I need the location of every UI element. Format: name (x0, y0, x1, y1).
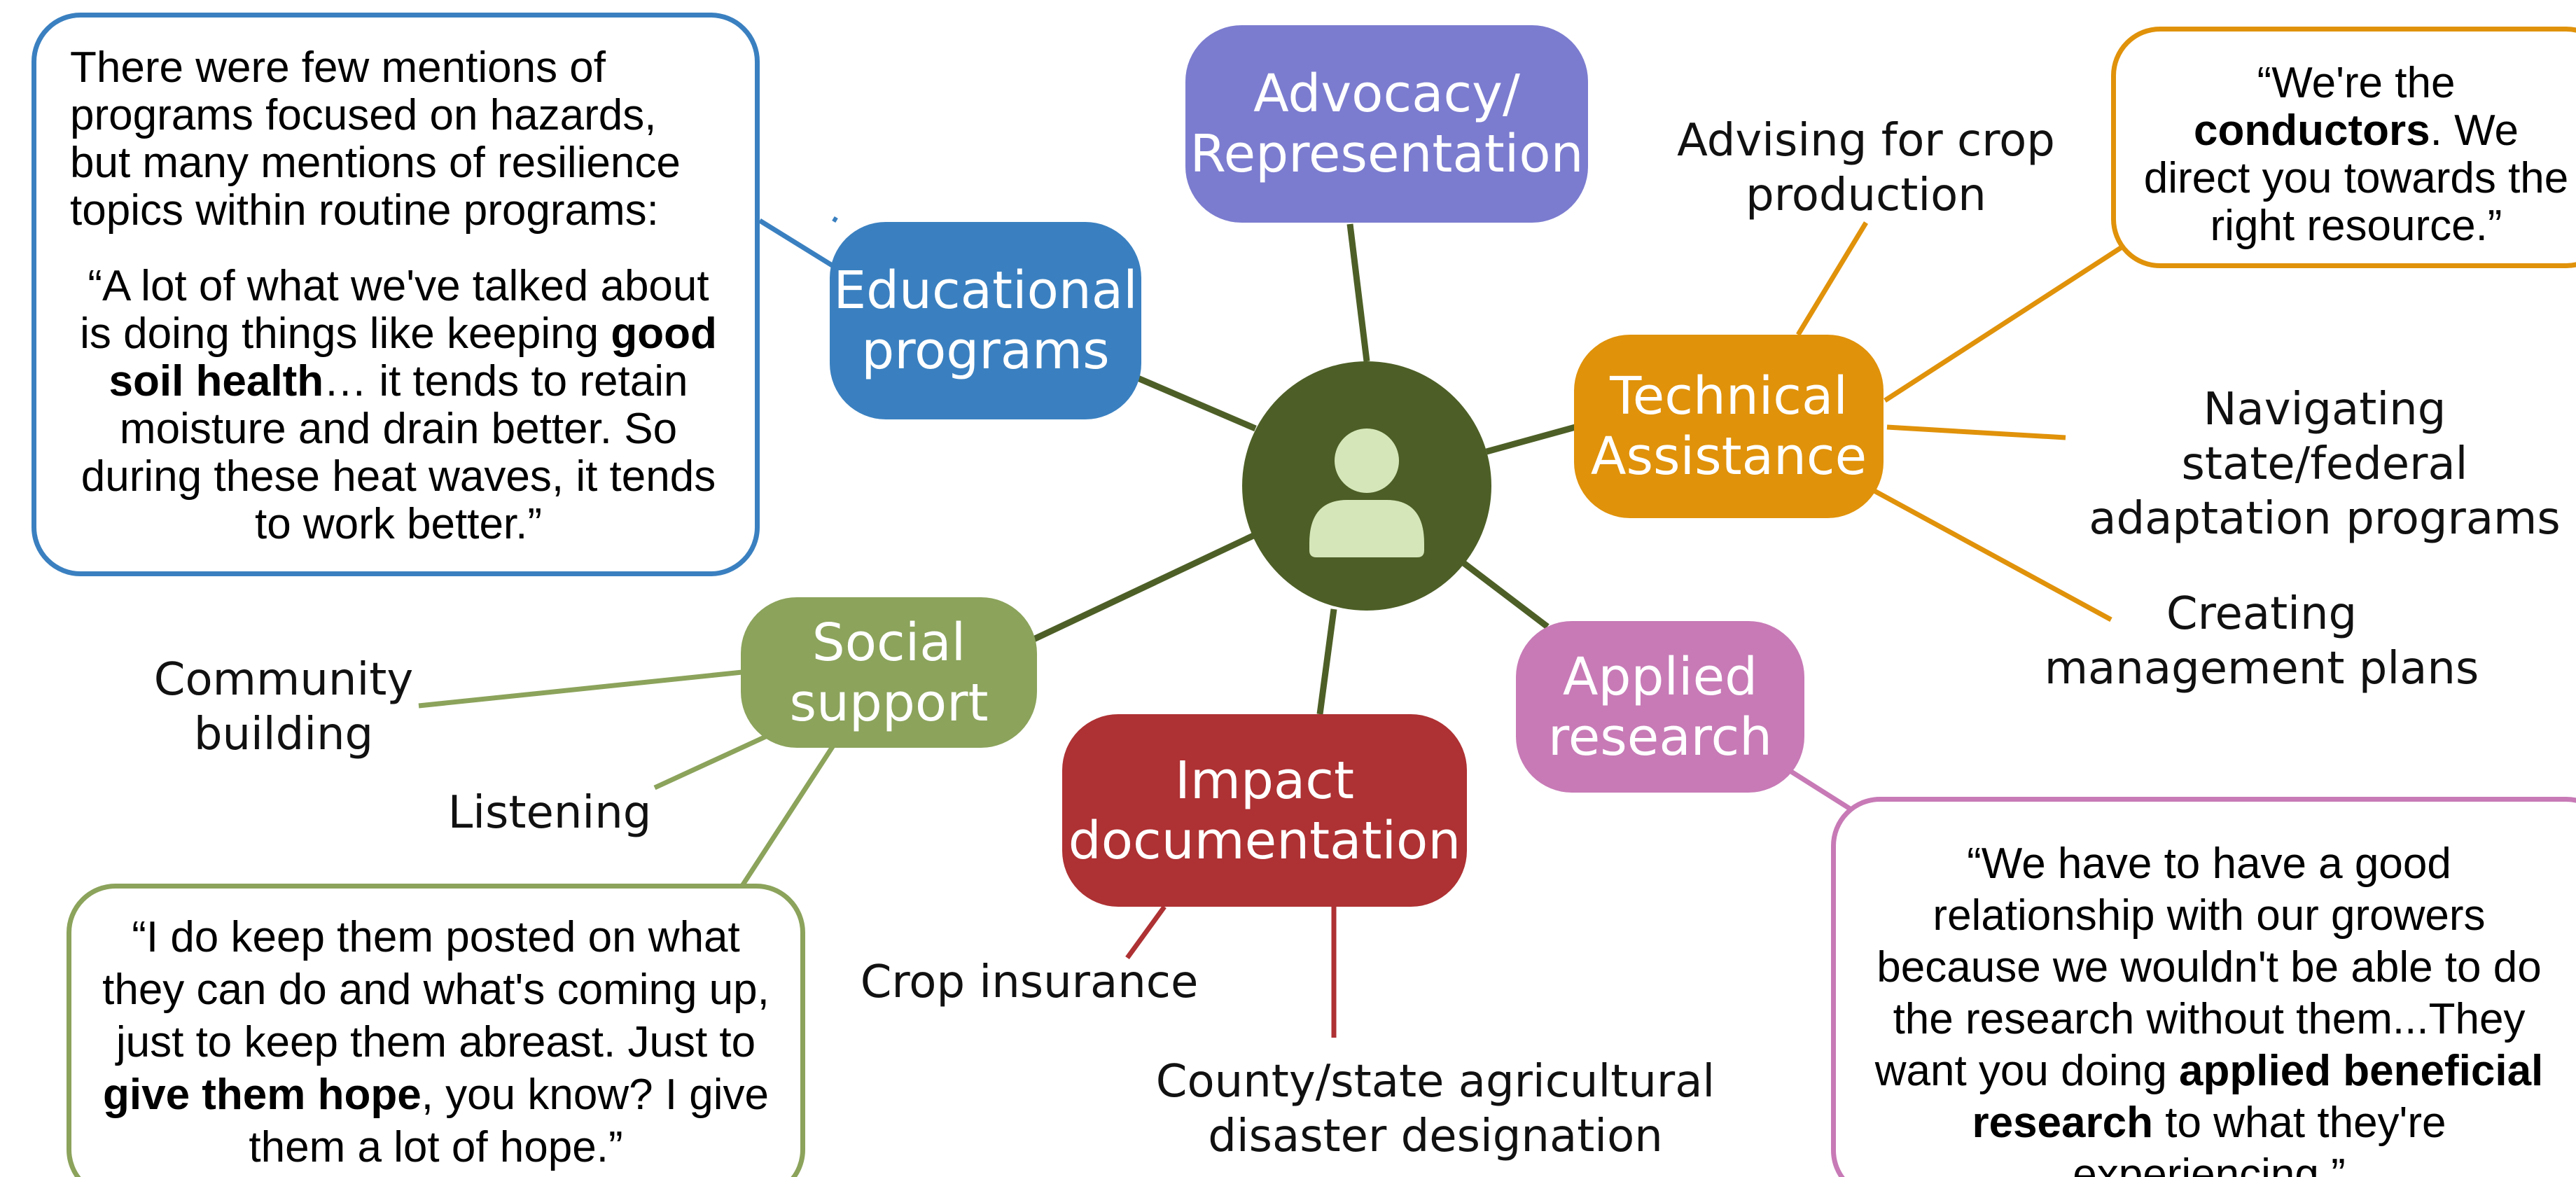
quote-text: “A lot of what we've talked about is doi… (70, 263, 727, 548)
link-hub-social (1029, 532, 1255, 644)
quote-text: “I do keep them posted on what they can … (95, 911, 777, 1173)
link-technical-advising (1796, 221, 1868, 336)
link-applied-quote (1788, 768, 1857, 814)
quote-pre: “We're the (2257, 59, 2456, 107)
link-hub-educational (1136, 375, 1257, 432)
node-impact[interactable]: Impact documentation (1062, 714, 1467, 907)
link-social-quote (740, 744, 835, 887)
link-hub-technical (1485, 424, 1577, 455)
quote-pre: “I do keep them posted on what they can … (102, 913, 770, 1066)
link-technical-creating (1872, 487, 2112, 622)
label-county: County/state agricultural disaster desig… (1155, 1056, 1715, 1162)
quote-post: to what they're experiencing.” (2073, 1099, 2446, 1177)
link-technical-navigating (1886, 424, 2066, 440)
link-hub-applied (1458, 557, 1550, 629)
label-creating: Creating management plans (2044, 588, 2479, 695)
quote-post: , you know? I give them a lot of hope.” (249, 1071, 770, 1171)
quote-box-social: “I do keep them posted on what they can … (67, 884, 805, 1177)
quote-bold: conductors (2194, 106, 2430, 155)
label-advising: Advising for crop production (1677, 115, 2055, 221)
link-technical-quote (1884, 243, 2126, 403)
quote-bold: good soil health (109, 309, 717, 405)
link-hub-advocacy (1346, 223, 1370, 362)
quote-pre: “A lot of what we've talked about is doi… (80, 262, 709, 358)
node-social[interactable]: Social support (741, 597, 1037, 748)
link-educational-quote (832, 216, 838, 223)
node-technical[interactable]: Technical Assistance (1574, 335, 1884, 518)
link-educational-quote-2 (758, 218, 835, 268)
node-applied[interactable]: Applied research (1516, 621, 1804, 793)
quote-text: “We have to have a good relationship wit… (1857, 838, 2561, 1177)
quote-bold: applied beneficial research (1972, 1047, 2544, 1147)
link-impact-cropins (1125, 905, 1167, 960)
hub-circle (1242, 361, 1491, 611)
link-hub-impact (1316, 608, 1337, 715)
label-community: Community building (153, 654, 414, 760)
quote-pre: “We have to have a good relationship wit… (1874, 840, 2542, 1095)
node-educational[interactable]: Educational programs (830, 222, 1141, 419)
quote-post: . We direct you towards the right resour… (2143, 106, 2569, 250)
quote-bold: give them hope (102, 1071, 422, 1119)
quote-box-educational: There were few mentions of programs focu… (32, 13, 760, 576)
label-navigating: Navigating state/federal adaptation prog… (2089, 384, 2561, 545)
quote-box-applied: “We have to have a good relationship wit… (1831, 797, 2576, 1177)
link-social-listening (653, 732, 770, 791)
label-listening: Listening (447, 787, 652, 839)
quote-box-technical: “We're the conductors. We direct you tow… (2111, 27, 2576, 268)
link-social-community (418, 669, 743, 709)
node-advocacy[interactable]: Advocacy/ Representation (1185, 25, 1588, 223)
quote-intro: There were few mentions of programs focu… (70, 43, 681, 235)
person-icon (1309, 429, 1424, 557)
label-crop-insurance: Crop insurance (860, 956, 1199, 1008)
quote-post: … it tends to retain moisture and drain … (81, 357, 716, 548)
quote-text: “We're the conductors. We direct you tow… (2137, 60, 2575, 250)
